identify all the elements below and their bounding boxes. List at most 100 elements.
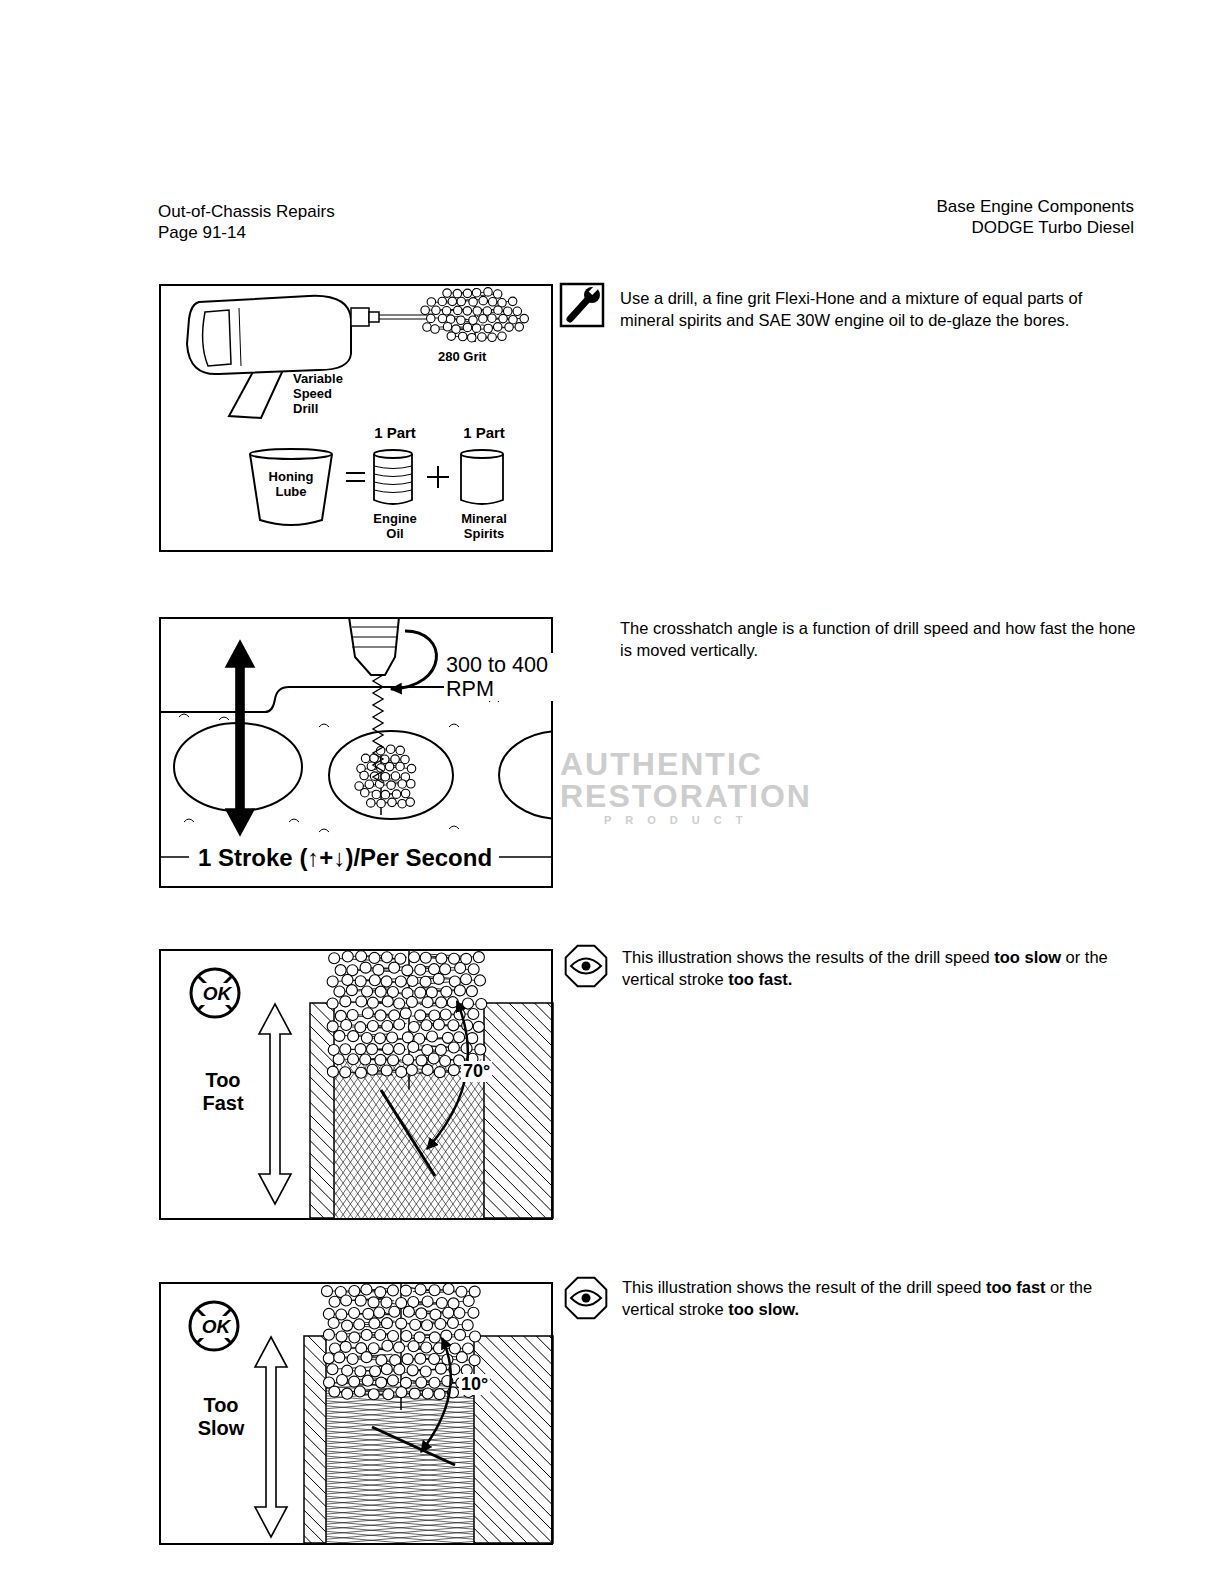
illustration-part (484, 1051, 553, 1220)
illustration-part (351, 308, 369, 326)
illustration-part (455, 963, 466, 974)
illustration-part (434, 1343, 445, 1354)
angle-label: 70° (461, 1061, 492, 1082)
illustration-part (379, 314, 427, 315)
illustration-part (326, 1525, 474, 1545)
illustration-part (499, 856, 551, 858)
illustration-part (438, 314, 447, 323)
illustration-part (370, 1366, 381, 1377)
eye-icon (566, 946, 607, 987)
illustration-part (191, 969, 239, 1017)
illustration-part (484, 1003, 553, 1220)
ratio-label: 1 Part (463, 424, 505, 441)
illustration-part (334, 1059, 460, 1220)
illustration-part (310, 1003, 334, 1220)
illustration-part (356, 996, 367, 1007)
illustration-part (418, 1059, 484, 1220)
illustration-part (436, 1297, 447, 1308)
result-label: Too Fast (193, 1069, 253, 1115)
instruction-text: The crosshatch angle is a function of dr… (620, 617, 1140, 662)
illustration-part (402, 965, 413, 976)
illustration-part (310, 1003, 334, 1220)
illustration-part (349, 1332, 360, 1343)
illustration-part (484, 288, 493, 297)
illustration-part (310, 1003, 334, 1220)
illustration-part (484, 1003, 553, 1220)
illustration-part (326, 1420, 474, 1474)
illustration-part (443, 289, 452, 298)
illustration-part (310, 1003, 334, 1220)
illustration-part (443, 1283, 454, 1294)
illustration-part (438, 297, 447, 306)
illustration-part (474, 1390, 553, 1545)
illustration-part (484, 1003, 553, 1220)
illustration-part (484, 1108, 522, 1220)
illustration-part (349, 1308, 360, 1319)
illustration-part (327, 998, 338, 1009)
illustration-part (373, 675, 383, 783)
illustration-part (407, 1365, 418, 1376)
illustration-part (304, 1336, 326, 1545)
illustration-part (393, 1342, 404, 1353)
illustration-part (484, 1003, 553, 1188)
illustration-part (421, 306, 430, 315)
illustration-part (334, 1352, 345, 1363)
result-label: Too Slow (191, 1394, 251, 1440)
illustration-part (474, 1415, 539, 1545)
illustration-part (362, 1375, 373, 1386)
illustration-part (310, 1032, 334, 1220)
illustration-part (443, 323, 452, 332)
illustration-part (250, 449, 332, 459)
illustration-part (334, 1059, 484, 1220)
illustration-part (310, 1044, 334, 1220)
illustration-part (375, 986, 386, 997)
illustration-part (353, 1059, 484, 1220)
illustration-part (438, 1059, 484, 1220)
illustration-part (472, 1059, 484, 1220)
illustration-part (484, 1003, 553, 1220)
illustration-part (515, 323, 524, 332)
illustration-part (484, 1025, 553, 1220)
illustration-part (436, 953, 447, 964)
illustration-part (484, 1003, 553, 1220)
illustration-part (448, 1020, 459, 1031)
illustration-part (394, 1364, 405, 1375)
illustration-part (474, 1351, 553, 1545)
honing-figure (159, 617, 623, 857)
illustration-part (329, 1296, 340, 1307)
illustration-part (326, 1465, 474, 1519)
illustration-part (356, 951, 367, 962)
illustration-part (474, 1336, 553, 1543)
illustration-part (400, 1285, 411, 1296)
illustration-part (381, 976, 392, 987)
illustration-part (469, 1331, 480, 1342)
note-text: This illustration shows the results of t… (622, 948, 990, 966)
illustration-part (421, 1338, 451, 1452)
illustration-part (484, 1070, 553, 1220)
illustration-part (442, 307, 451, 316)
illustration-part (310, 1013, 334, 1220)
illustration-part (304, 1336, 326, 1460)
illustration-part (475, 1336, 553, 1479)
illustration-part (415, 1353, 426, 1364)
illustration-part (402, 1354, 413, 1365)
illustration-part (448, 1059, 484, 1220)
illustration-part (347, 1326, 387, 1328)
illustration-part (474, 1441, 514, 1546)
illustration-part (499, 731, 553, 819)
illustration-part (434, 1389, 445, 1400)
illustration-part (369, 975, 380, 986)
illustration-part (426, 1031, 437, 1042)
ok-symbol-text: OK (201, 983, 234, 1005)
illustration-part (342, 1388, 353, 1399)
illustration-part (415, 1284, 426, 1295)
illustration-part (326, 1382, 474, 1410)
illustration-part (337, 1375, 348, 1386)
illustration-part (427, 314, 436, 323)
note-text: too slow (994, 948, 1061, 966)
ok-symbol-text: OK (200, 1316, 233, 1338)
illustration-part (361, 754, 370, 763)
illustration-part (340, 1067, 351, 1078)
part-label: Variable Speed Drill (293, 372, 355, 417)
illustration-part (374, 474, 412, 477)
